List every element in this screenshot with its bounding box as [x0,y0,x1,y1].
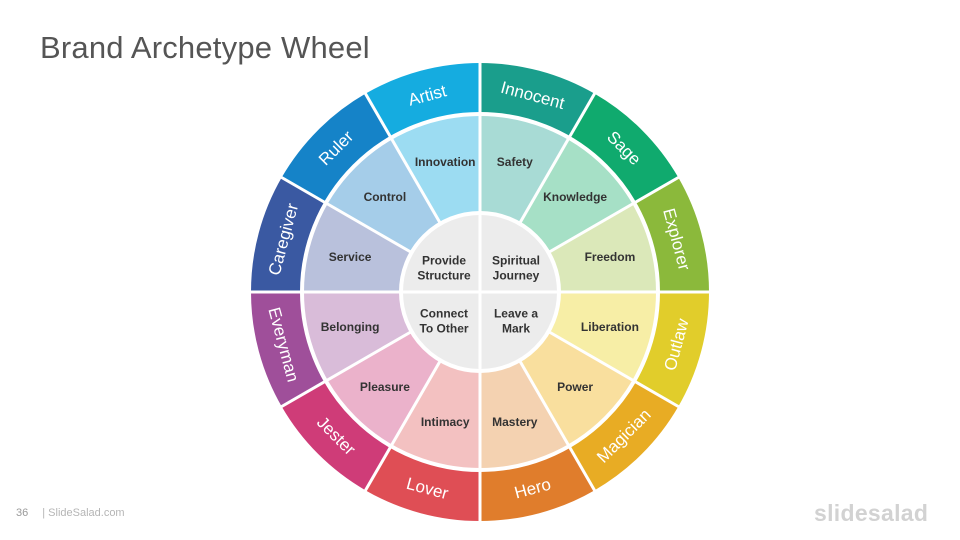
outer-segment-jester [281,381,391,491]
segment-divider [279,175,415,255]
middle-label-mastery: Mastery [492,415,538,429]
outer-segment-hero [480,446,595,521]
middle-segment-freedom [548,203,658,292]
outer-segment-outlaw [634,292,709,407]
segment-divider [363,91,443,227]
middle-label-freedom: Freedom [585,250,636,264]
middle-segment-service [302,203,412,292]
middle-label-liberation: Liberation [581,320,639,334]
middle-segment-innovation [391,114,480,224]
middle-segment-belonging [302,292,412,381]
outer-segment-ruler [281,93,391,203]
outer-segment-sage [569,93,679,203]
segment-divider [279,329,415,409]
middle-segment-intimacy [391,360,480,470]
segment-divider [517,357,597,493]
outer-segment-lover [365,446,480,521]
outer-segment-caregiver [251,177,326,292]
middle-label-control: Control [364,190,407,204]
middle-segment-liberation [548,292,658,381]
page-title: Brand Archetype Wheel [40,30,370,65]
outer-segment-innocent [480,63,595,138]
segment-divider [517,91,597,227]
middle-label-innovation: Innovation [415,155,476,169]
middle-label-safety: Safety [497,155,533,169]
middle-label-intimacy: Intimacy [421,415,470,429]
page-number: 36 [16,507,29,519]
outer-segment-everyman [251,292,326,407]
segment-divider [545,175,681,255]
middle-label-pleasure: Pleasure [360,380,410,394]
outer-segment-magician [569,381,679,491]
outer-ring: InnocentSageExplorerOutlawMagicianHeroLo… [251,63,709,521]
middle-ring: SafetyKnowledgeFreedomLiberationPowerMas… [249,61,711,523]
brand-logo: slidesalad [814,500,929,526]
segment-divider [363,357,443,493]
outer-segment-artist [365,63,480,138]
segment-divider [545,329,681,409]
middle-label-power: Power [557,380,593,394]
footer: 36 | SlideSalad.com [16,507,131,519]
footer-site: | SlideSalad.com [42,507,125,519]
ring-divider [300,112,660,472]
middle-segment-safety [480,114,569,224]
middle-segment-mastery [480,360,569,470]
middle-label-knowledge: Knowledge [543,190,607,204]
middle-label-belonging: Belonging [321,320,380,334]
outer-segment-explorer [634,177,709,292]
middle-label-service: Service [329,250,372,264]
